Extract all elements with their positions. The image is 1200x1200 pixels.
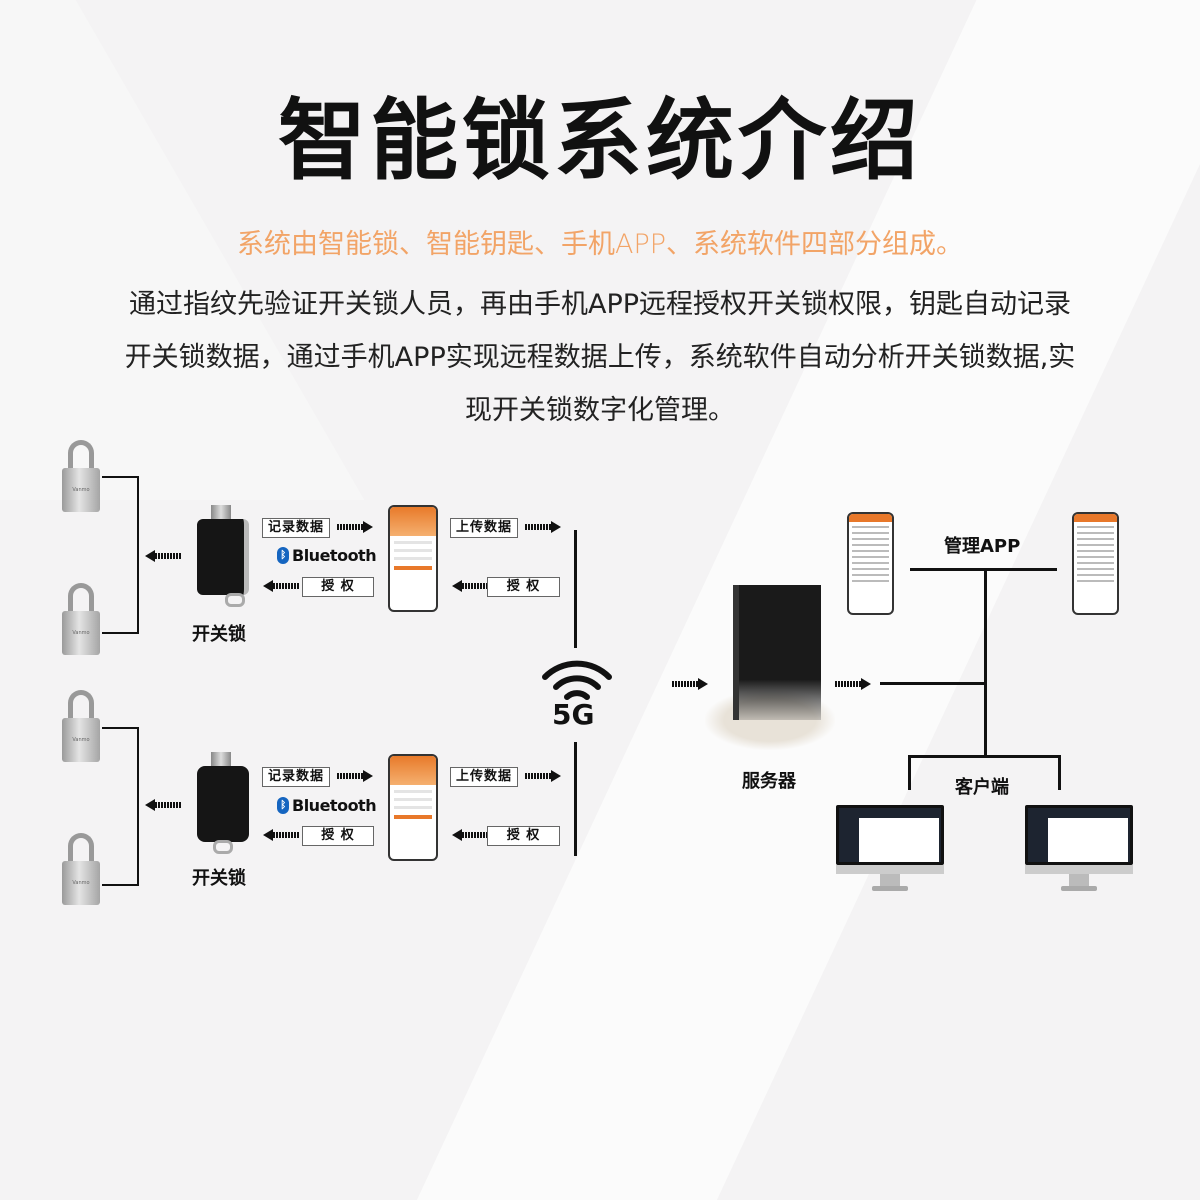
arrow-left-icon [452,829,488,841]
wifi-signal-icon [542,660,612,700]
connector-line [908,755,911,790]
bluetooth-icon: ᛒ [277,547,289,564]
manage-app-phone-image [1072,512,1119,615]
upload-data-label: 上传数据 [450,767,518,787]
description-line: 通过指纹先验证开关锁人员，再由手机APP远程授权开关锁权限，钥匙自动记录 [128,289,1072,320]
padlock-image: Vanmo [62,440,100,512]
arrow-right-icon [525,521,561,533]
arrow-right-icon [337,770,373,782]
arrow-right-icon [525,770,561,782]
arrow-left-icon [263,580,299,592]
padlock-image: Vanmo [62,583,100,655]
authorize-label: 授 权 [302,826,374,846]
phone-app-image [388,754,438,861]
client-label: 客户端 [955,777,1009,798]
connector-line [908,755,1061,758]
manage-app-label: 管理APP [944,536,1021,557]
arrow-left-icon [263,829,299,841]
page-title: 智能锁系统介绍 [277,89,922,192]
phone-app-image [388,505,438,612]
authorize-label: 授 权 [487,577,560,597]
connector-line [574,742,577,856]
connector-line [102,632,139,634]
subtitle: 系统由智能锁、智能钥匙、手机APP、系统软件四部分组成。 [236,229,964,260]
connector-line [137,727,139,886]
bluetooth-icon: ᛒ [277,797,289,814]
connector-line [102,727,139,729]
description-line: 现开关锁数字化管理。 [465,395,735,426]
manage-app-phone-image [847,512,894,615]
connector-line [574,530,577,648]
arrow-left-icon [145,799,181,811]
arrow-right-icon [672,678,708,690]
smart-key-device [195,752,251,857]
padlock-image: Vanmo [62,690,100,762]
padlock-image: Vanmo [62,833,100,905]
record-data-label: 记录数据 [262,767,330,787]
client-monitor-image [836,805,944,895]
connector-line [1058,755,1061,790]
network-label: 5G [552,698,595,731]
record-data-label: 记录数据 [262,518,330,538]
arrow-right-icon [337,521,373,533]
connector-line [102,884,139,886]
device-label: 开关锁 [192,624,246,645]
smart-key-device [195,505,251,610]
server-label: 服务器 [742,771,796,792]
arrow-left-icon [452,580,488,592]
arrow-right-icon [835,678,871,690]
description-line: 开关锁数据，通过手机APP实现远程数据上传，系统软件自动分析开关锁数据,实 [124,342,1076,373]
device-label: 开关锁 [192,868,246,889]
arrow-left-icon [145,550,181,562]
upload-data-label: 上传数据 [450,518,518,538]
connector-line [137,476,139,634]
connector-line [880,682,986,685]
authorize-label: 授 权 [487,826,560,846]
client-monitor-image [1025,805,1133,895]
authorize-label: 授 权 [302,577,374,597]
connector-line [910,568,1057,571]
connector-line [102,476,139,478]
connector-line [984,568,987,756]
server-rack-image [733,585,821,720]
